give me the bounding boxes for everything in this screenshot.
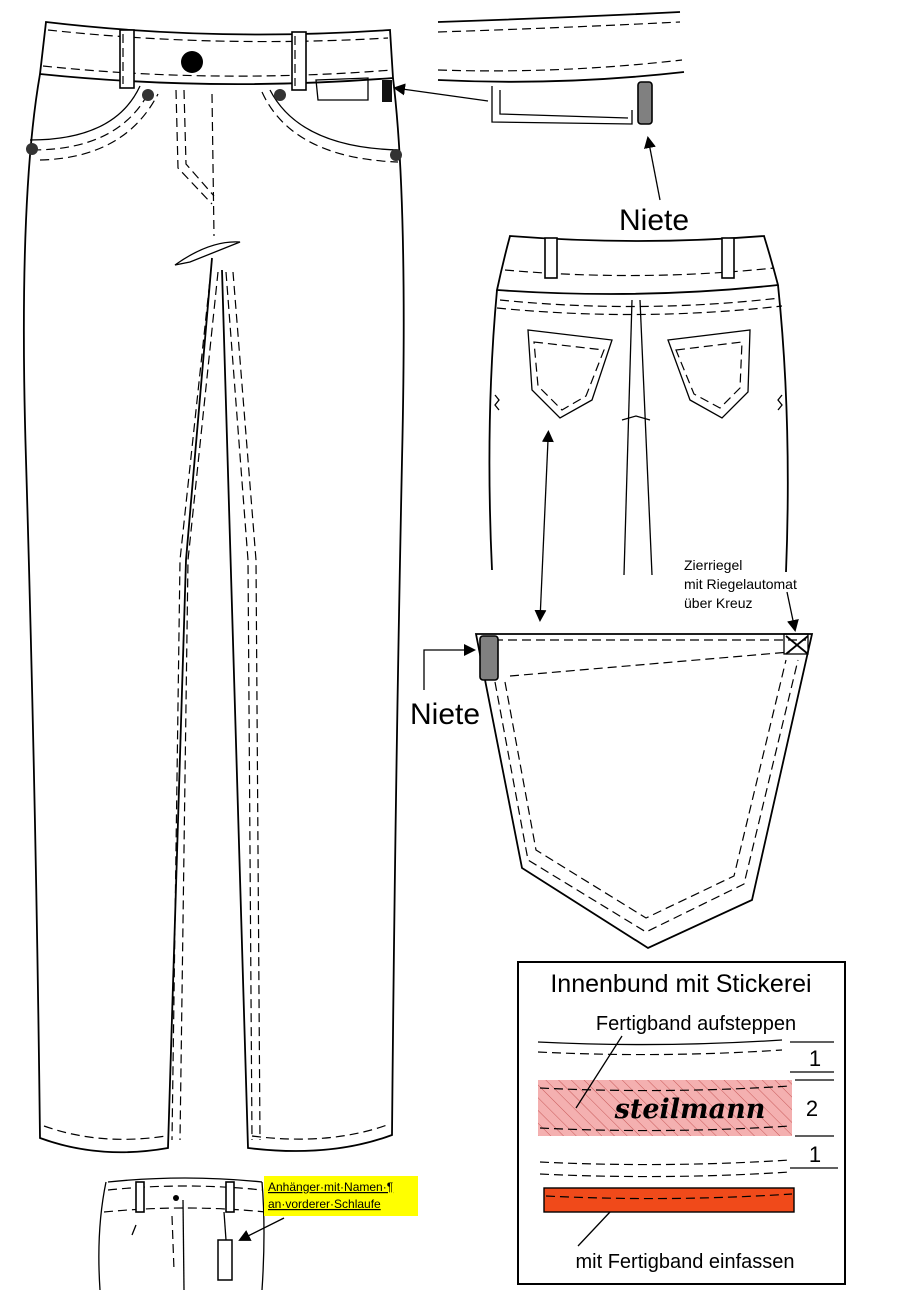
label-zierriegel-2: mit Riegelautomat xyxy=(684,576,797,592)
innenbund-title: Innenbund mit Stickerei xyxy=(550,970,811,998)
jeans-button xyxy=(181,51,203,73)
tag-detail-jeans xyxy=(98,1177,267,1291)
coin-pocket-rivet xyxy=(382,80,392,102)
note-line-1: Anhänger·mit·Namen·¶ xyxy=(268,1180,393,1194)
pocket-rivet xyxy=(479,635,499,681)
back-view-jeans xyxy=(488,235,789,576)
embroidery-band xyxy=(538,1080,792,1136)
note-highlight xyxy=(264,1176,418,1216)
innenbund-box: Innenbund mit Stickerei Fertigband aufst… xyxy=(517,961,846,1285)
note-line-2: an·vorderer·Schlaufe xyxy=(268,1197,381,1211)
brand-embroidery: steilmann xyxy=(614,1094,766,1125)
label-niete-top: Niete xyxy=(619,204,689,237)
label-zierriegel-1: Zierriegel xyxy=(684,557,742,573)
back-pocket-detail xyxy=(474,633,814,950)
innenbund-top-caption: Fertigband aufsteppen xyxy=(596,1013,796,1035)
row-mark-3: 1 xyxy=(809,1142,821,1167)
name-tag xyxy=(217,1239,233,1281)
row-mark-1: 1 xyxy=(809,1046,821,1071)
innenbund-bottom-caption: mit Fertigband einfassen xyxy=(575,1251,794,1273)
waistband-rivet xyxy=(637,81,653,125)
row-mark-2: 2 xyxy=(806,1096,818,1121)
waistband-detail xyxy=(437,11,685,125)
label-niete-pocket: Niete xyxy=(410,698,480,731)
label-zierriegel-3: über Kreuz xyxy=(684,595,752,611)
front-view-jeans xyxy=(22,21,405,1154)
binding-band xyxy=(543,1187,795,1213)
